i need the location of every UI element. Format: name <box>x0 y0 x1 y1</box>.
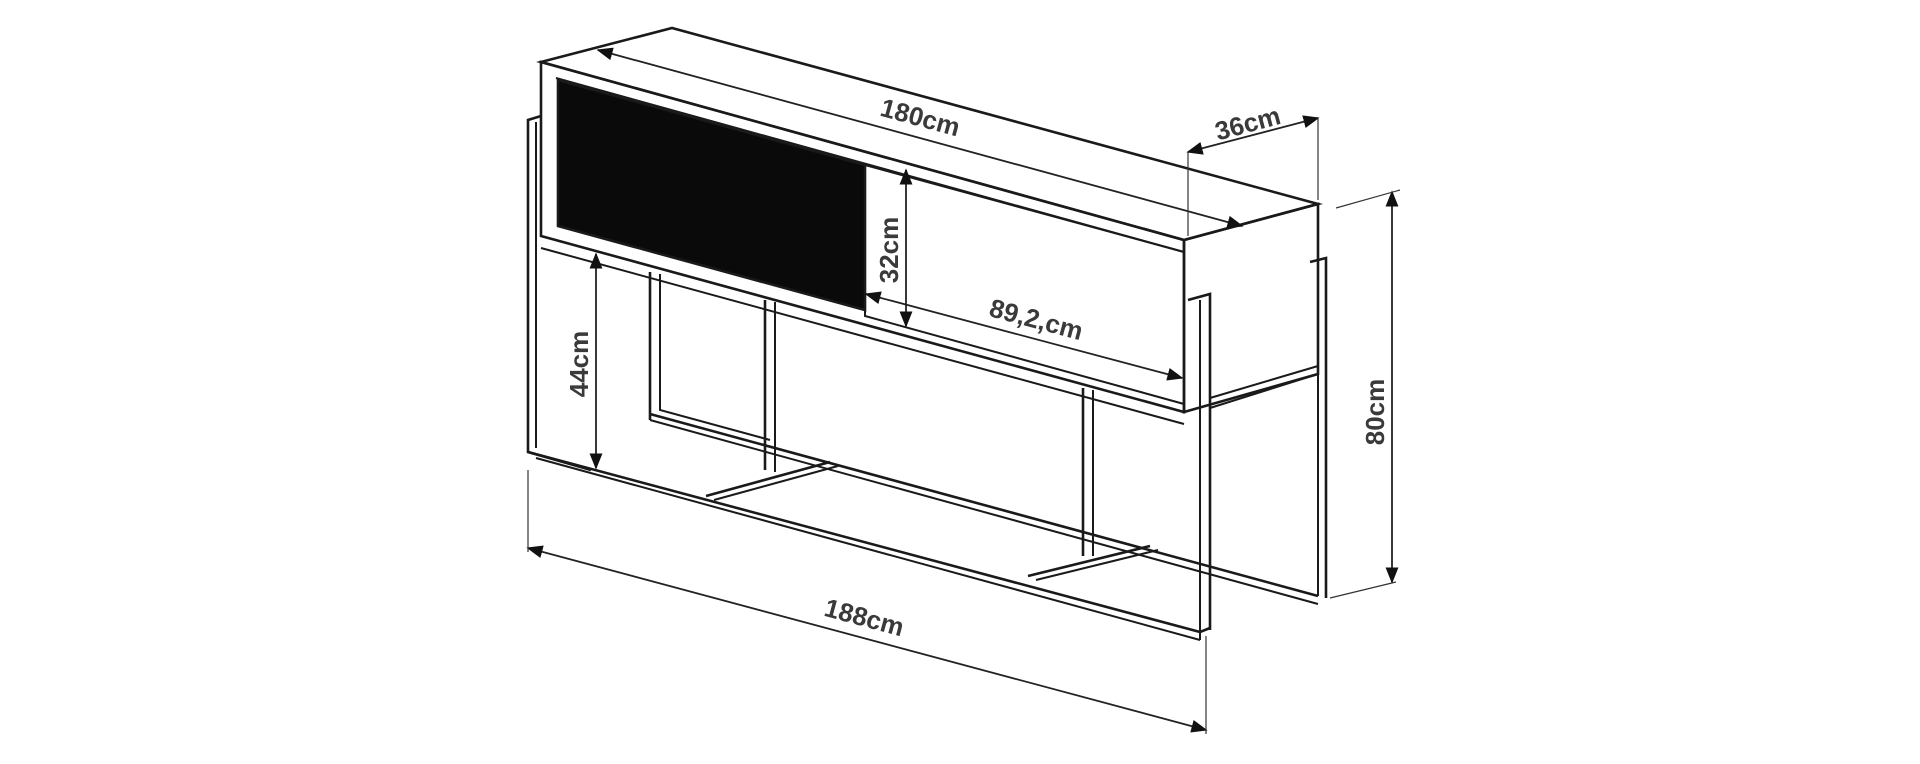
dimension-label-door-width: 89,2,cm <box>986 293 1086 347</box>
dimension-label-total-height: 80cm <box>1360 379 1390 446</box>
dark-door-panel <box>556 78 867 312</box>
dimension-label-top-length: 180cm <box>877 92 963 142</box>
dimension-label-cabinet-height: 32cm <box>874 217 904 284</box>
dimension-label-shelf-clearance: 44cm <box>564 331 594 398</box>
dimension-label-depth: 36cm <box>1212 100 1284 146</box>
dimension-label-total-length: 188cm <box>821 592 907 642</box>
